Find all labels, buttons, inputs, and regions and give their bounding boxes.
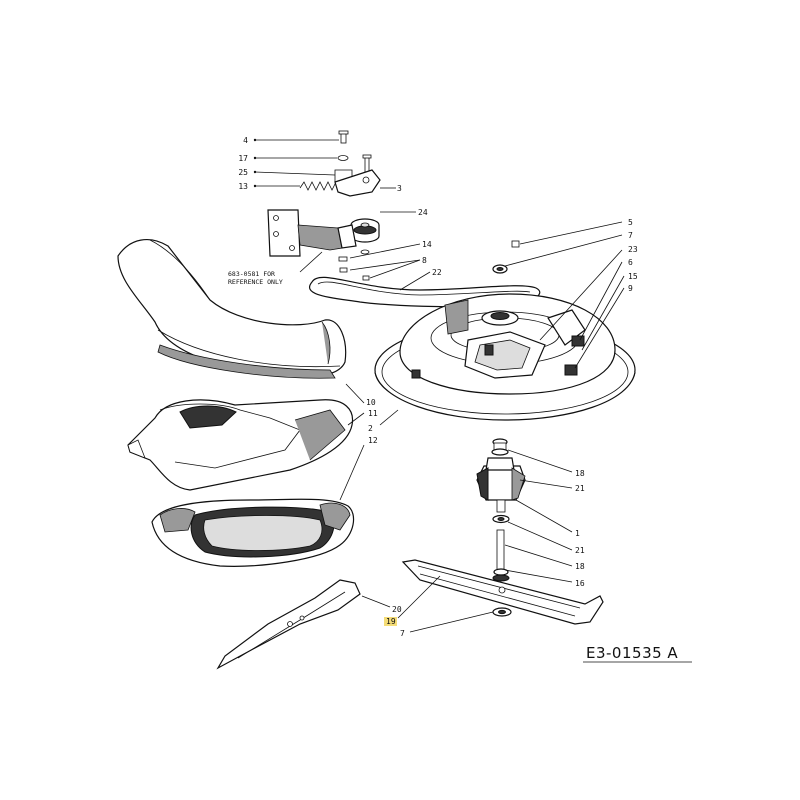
callout-1: 1 <box>575 529 580 538</box>
leader-lines <box>253 138 625 633</box>
callout-5: 5 <box>628 218 633 227</box>
callout-16: 16 <box>575 579 585 588</box>
callout-19-highlight <box>384 617 397 626</box>
callout-8-top: 8 <box>422 256 427 265</box>
callout-7-bottom: 7 <box>400 629 405 638</box>
note-line-1: 683-0581 FOR <box>228 270 275 278</box>
callout-9: 9 <box>628 284 633 293</box>
drawing-code-box: E3-01535 A <box>583 644 692 663</box>
callout-20: 20 <box>392 605 402 614</box>
idler-assembly <box>267 130 381 281</box>
callout-25: 25 <box>238 168 248 177</box>
deflector-top <box>117 238 347 379</box>
callout-4: 4 <box>243 136 248 145</box>
callout-21-top: 21 <box>575 484 585 493</box>
callout-6: 6 <box>628 258 633 267</box>
deflector-bottom <box>151 498 355 567</box>
callout-24: 24 <box>418 208 428 217</box>
callout-17: 17 <box>238 154 248 163</box>
callout-22: 22 <box>432 268 442 277</box>
callout-10: 10 <box>366 398 376 407</box>
spindle-assembly <box>476 438 526 617</box>
callout-labels: 4 17 25 13 3 24 14 8 22 5 7 23 6 15 9 10… <box>238 136 637 638</box>
blade-left <box>216 579 361 670</box>
callout-23: 23 <box>628 245 638 254</box>
blade-right <box>401 559 604 625</box>
deflector-chute <box>127 399 354 491</box>
callout-11: 11 <box>368 409 378 418</box>
reference-note: 683-0581 FOR REFERENCE ONLY <box>228 251 323 286</box>
callout-15: 15 <box>628 272 638 281</box>
note-line-2: REFERENCE ONLY <box>228 278 283 286</box>
callout-3: 3 <box>397 184 402 193</box>
callout-21-bottom: 21 <box>575 546 585 555</box>
callout-7-top: 7 <box>628 231 633 240</box>
mower-deck <box>374 240 636 421</box>
callout-2: 2 <box>368 424 373 433</box>
callout-18-top: 18 <box>575 469 585 478</box>
callout-19: 19 <box>386 617 396 626</box>
drawing-code: E3-01535 A <box>586 644 678 662</box>
callout-12: 12 <box>368 436 378 445</box>
callout-13: 13 <box>238 182 248 191</box>
callout-18-bottom: 18 <box>575 562 585 571</box>
callout-14: 14 <box>422 240 432 249</box>
